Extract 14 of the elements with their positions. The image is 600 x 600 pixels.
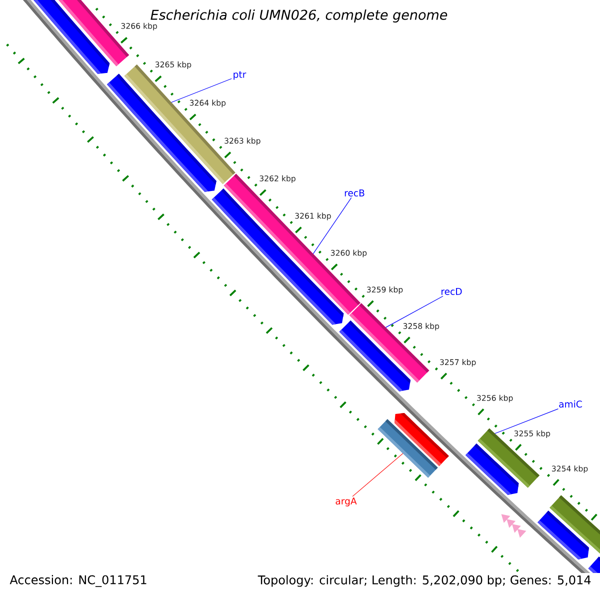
leader-line (312, 197, 352, 254)
leader-line (171, 78, 232, 103)
leader-line (352, 453, 404, 497)
gene-label: recD (442, 288, 462, 295)
leader-line (494, 408, 559, 434)
accession-text: Accession: NC_011751 (10, 575, 146, 587)
title: Escherichia coli UMN026, complete genome (150, 9, 448, 23)
gene-label: ptr (234, 71, 246, 80)
gene-label: argA (336, 498, 357, 506)
genome-stats-text: Topology: circular; Length: 5,202,090 bp; Genes: 5,014 (258, 575, 591, 587)
gene-label: recB (344, 190, 364, 196)
gene-bar (378, 419, 438, 478)
gene-label: amiC (559, 400, 582, 408)
leader-line (385, 296, 444, 328)
